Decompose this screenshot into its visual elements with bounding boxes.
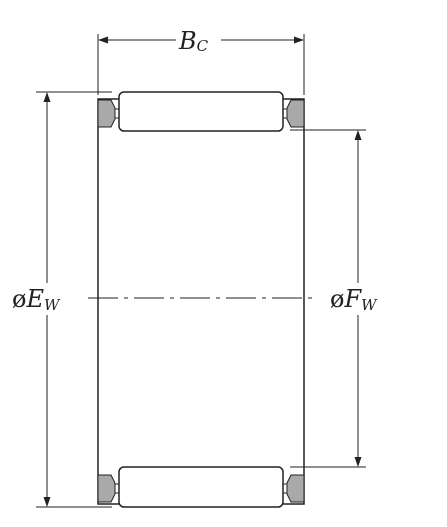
cage-lip-top-left <box>97 99 116 128</box>
inner-label-sub: W <box>361 296 378 314</box>
width-label-main: B <box>178 27 197 55</box>
outer-diameter-label: øEW <box>12 285 61 314</box>
outer-label-sub: W <box>44 296 61 314</box>
cage-lip-top-right <box>286 99 305 128</box>
cage-lip-bottom-left <box>97 474 116 503</box>
outer-label-prefix: ø <box>12 285 26 313</box>
outer-label-main: E <box>25 285 44 313</box>
width-label-sub: C <box>197 37 209 55</box>
cage-lip-bottom-right <box>286 474 305 503</box>
inner-label-prefix: ø <box>330 285 344 313</box>
needle-roller-bottom <box>118 466 284 508</box>
needle-roller-top <box>118 91 284 132</box>
cage-outline <box>97 98 305 505</box>
width-dimension-label: BC <box>178 27 209 55</box>
inner-diameter-label: øFW <box>330 285 378 314</box>
inner-label-main: F <box>343 285 362 313</box>
